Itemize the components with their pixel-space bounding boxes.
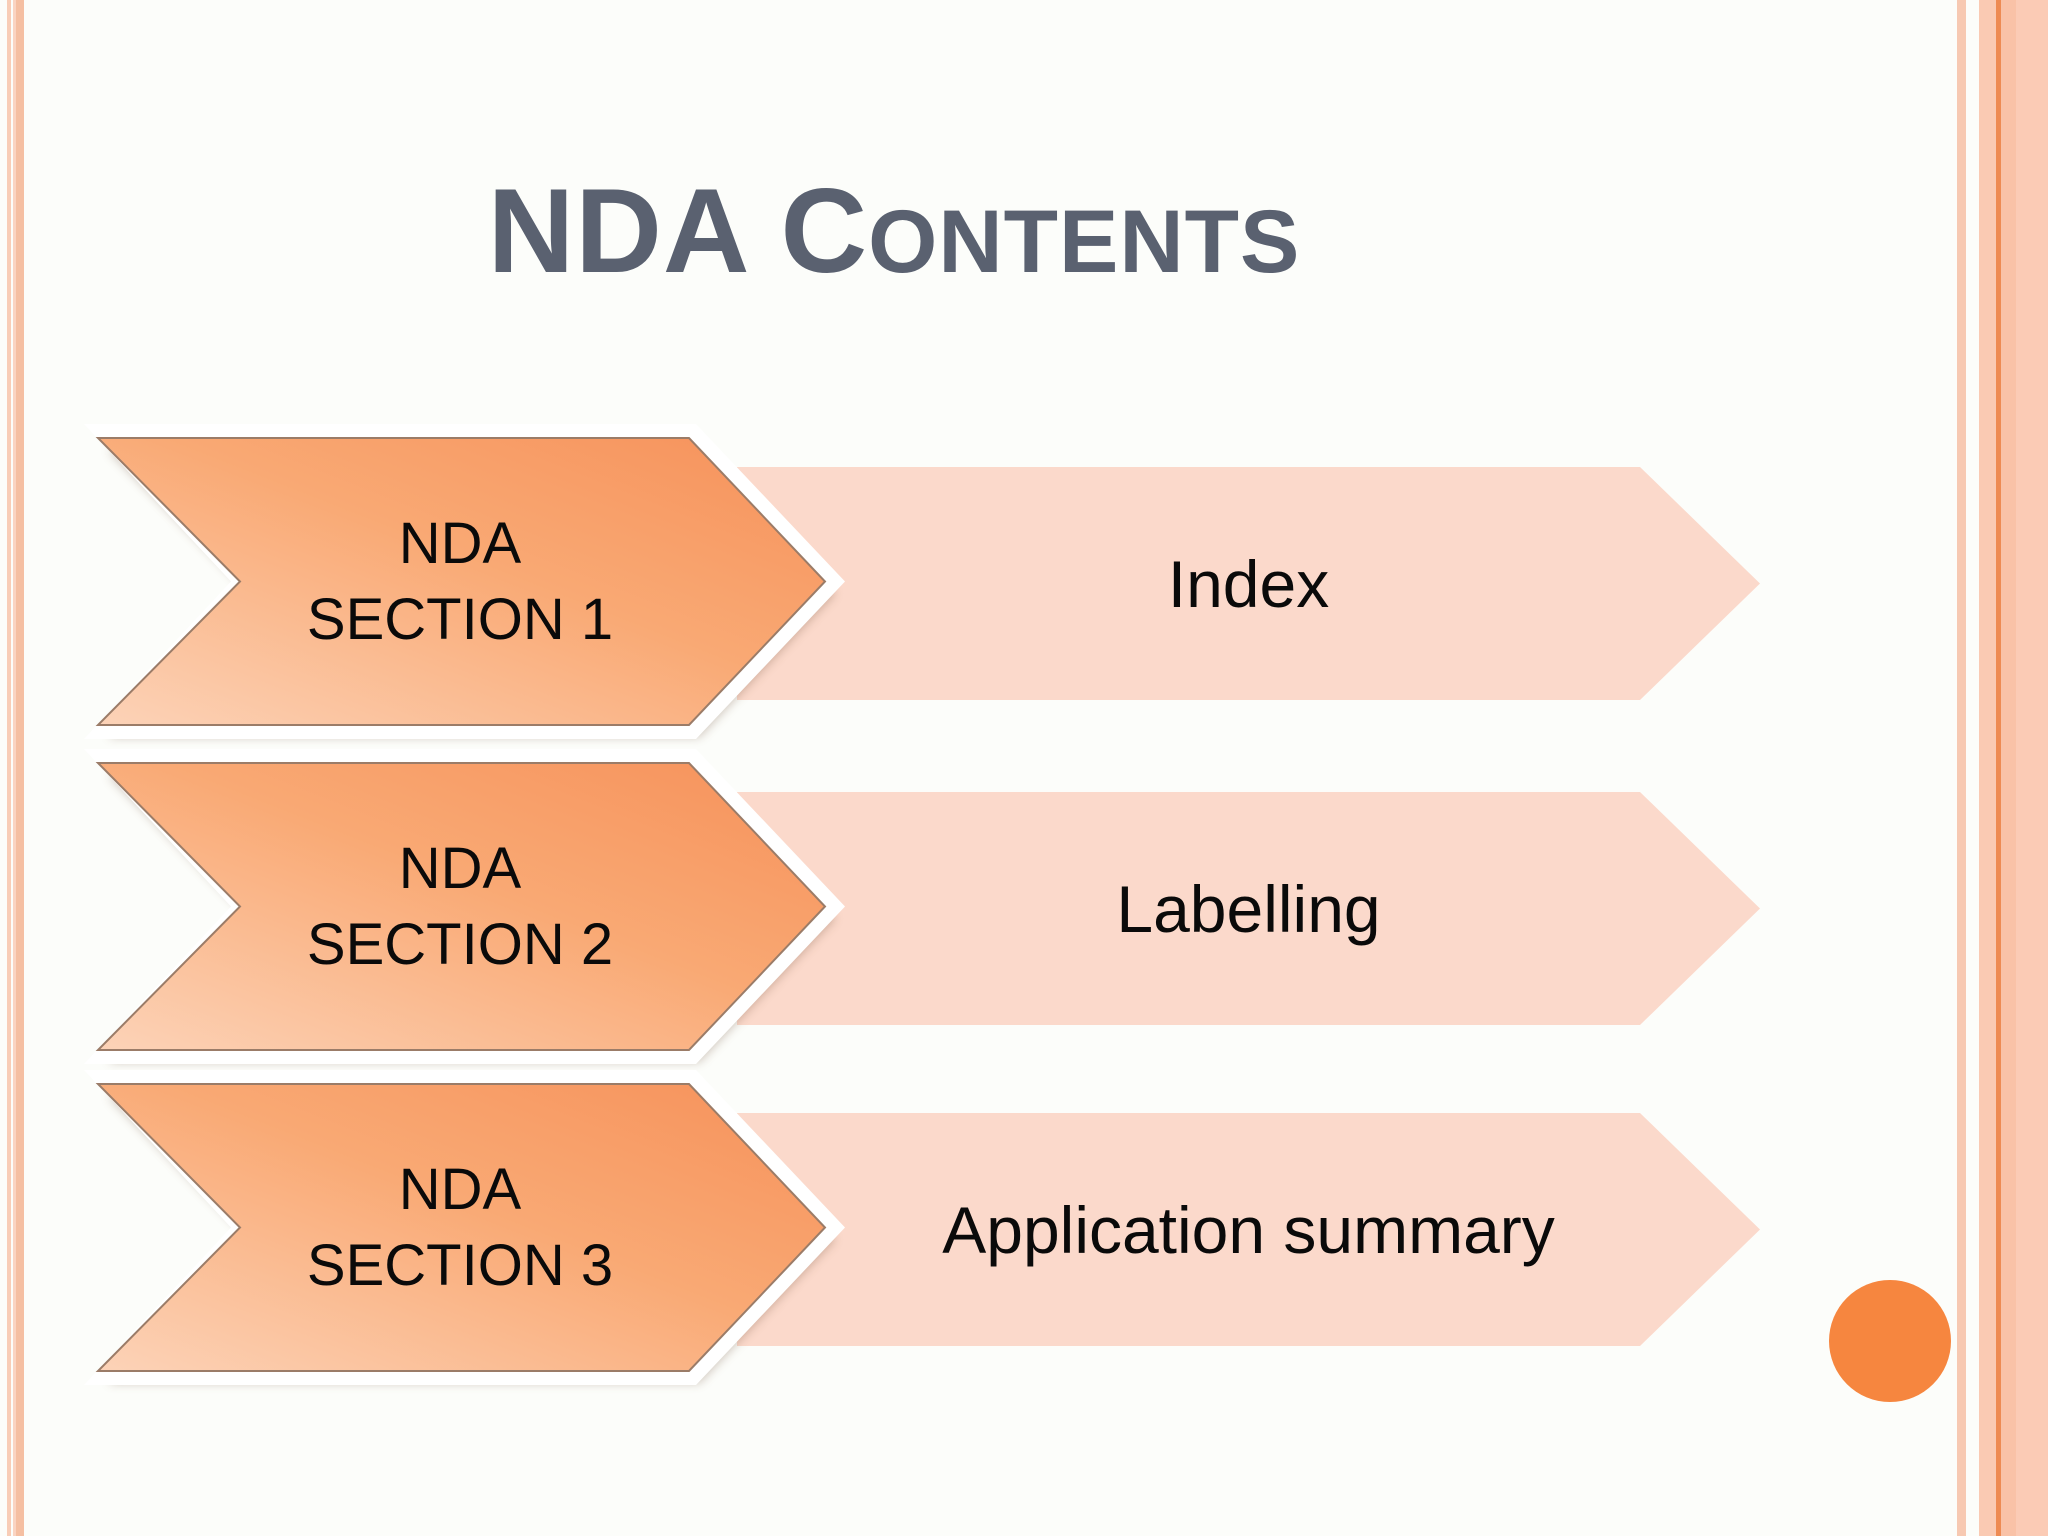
- row-2-shapes: [84, 749, 1760, 1064]
- section-label-3-line-2: SECTION 3: [306, 1232, 614, 1298]
- section-label-1: NDA SECTION 1: [180, 438, 740, 725]
- orange-circle-decoration: [1829, 1280, 1951, 1402]
- section-label-2-line-2: SECTION 2: [306, 911, 614, 977]
- left-border-stripe-thin: [7, 0, 11, 1536]
- process-row-2: NDA SECTION 2 Labelling: [60, 745, 1800, 1085]
- content-label-1: Index: [1167, 546, 1330, 621]
- section-label-2-line-1: NDA: [398, 836, 522, 902]
- right-border-stripe-wide: [1979, 0, 2048, 1536]
- process-row-3: NDA SECTION 3 Application summary: [60, 1066, 1800, 1406]
- section-chevron-shape: [95, 437, 827, 726]
- content-band-shape: [737, 792, 1760, 1025]
- slide-title: NDA CONTENTS: [24, 168, 1764, 294]
- left-border-stripe-wide: [13, 0, 24, 1536]
- row-3-shapes: [84, 1070, 1760, 1385]
- content-band-shape: [737, 1113, 1760, 1346]
- section-label-3: NDA SECTION 3: [180, 1084, 740, 1371]
- content-label-2: Labelling: [1116, 871, 1381, 946]
- slide-title-leading: NDA C: [487, 164, 869, 298]
- row-1-shapes: [84, 424, 1760, 739]
- slide-title-smallcaps: ONTENTS: [868, 191, 1301, 291]
- right-border-stripe-thin: [1957, 0, 1966, 1536]
- section-label-1-line-2: SECTION 1: [306, 586, 614, 652]
- section-chevron-shape: [95, 762, 827, 1051]
- process-row-1: NDA SECTION 1 Index: [60, 420, 1800, 760]
- section-chevron-shape: [95, 1083, 827, 1372]
- section-label-1-line-1: NDA: [398, 511, 522, 577]
- section-label-2: NDA SECTION 2: [180, 763, 740, 1050]
- content-band-shape: [737, 467, 1760, 700]
- content-label-3: Application summary: [942, 1192, 1555, 1267]
- section-label-3-line-1: NDA: [398, 1157, 522, 1223]
